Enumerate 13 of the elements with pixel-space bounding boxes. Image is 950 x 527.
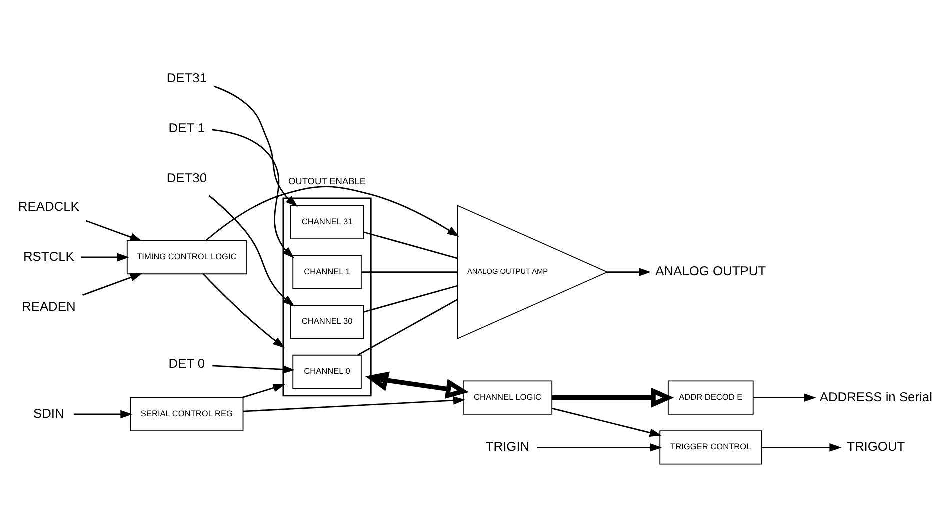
node-text: TRIGOUT — [847, 439, 906, 454]
node-text: READEN — [22, 298, 76, 314]
node-text: READCLK — [18, 199, 80, 214]
edge-label: OUTOUT ENABLE — [288, 176, 366, 187]
node-text: ADDRESS in Serial — [820, 389, 932, 404]
node-text: DET30 — [166, 170, 208, 186]
node-text: TRIGIN — [486, 439, 530, 454]
node-text: DET 0 — [168, 356, 206, 372]
node-text: RSTCLK — [23, 248, 74, 264]
node-text: SDIN — [34, 406, 64, 421]
node-text: DET 1 — [168, 120, 206, 136]
node-text: DET31 — [166, 70, 208, 86]
node-text: ANALOG OUTPUT — [656, 264, 766, 279]
